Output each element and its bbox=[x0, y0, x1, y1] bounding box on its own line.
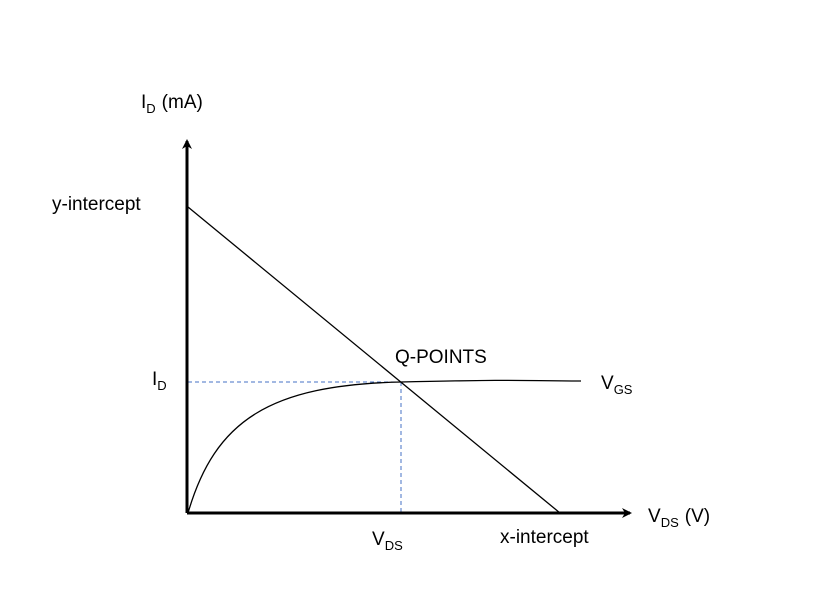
q-point-label: Q-POINTS bbox=[395, 347, 487, 368]
y-axis-label: ID(mA) bbox=[141, 92, 203, 116]
load-line bbox=[187, 206, 561, 514]
vds-tick-label: VDS bbox=[372, 529, 403, 553]
id-tick-label: ID bbox=[152, 369, 167, 393]
x-axis-label: VDS(V) bbox=[648, 506, 710, 530]
y-intercept-label: y-intercept bbox=[52, 194, 141, 215]
vgs-characteristic-curve bbox=[187, 379, 582, 514]
vgs-curve-label: VGS bbox=[601, 373, 633, 397]
x-intercept-label: x-intercept bbox=[500, 527, 589, 548]
